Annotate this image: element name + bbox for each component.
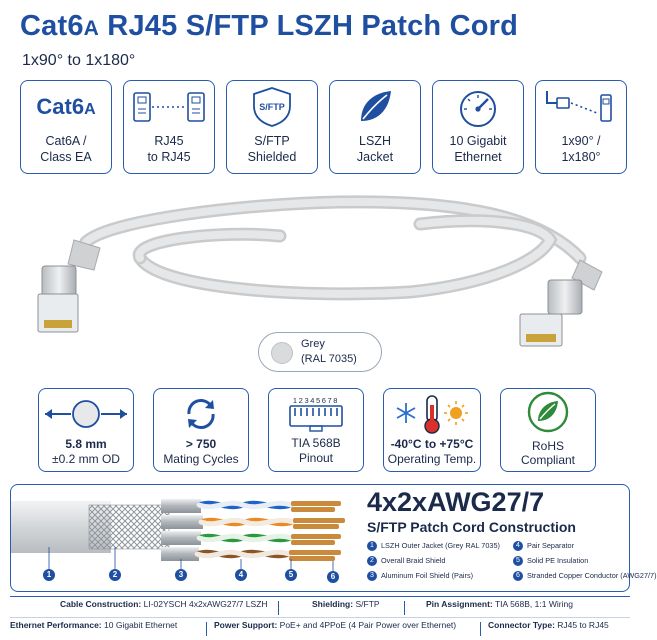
feature-label: Shielded <box>247 150 297 164</box>
spec-label: RoHS <box>531 439 564 453</box>
thermometer-icon <box>384 393 480 435</box>
spec-item-shielding: Shielding: S/FTP <box>312 599 380 609</box>
pinout-icon: 12345678 <box>269 393 363 435</box>
construction-panel: 1 2 3 4 5 6 4x2xAWG27/7 S/FTP Patch Cord… <box>10 484 657 592</box>
feature-label: 1x180° <box>561 150 601 164</box>
rohs-leaf-icon <box>501 391 595 433</box>
feature-label: Cat6A / <box>45 134 87 148</box>
snowflake-icon <box>396 403 416 423</box>
diameter-icon <box>39 393 133 435</box>
braid-shield <box>88 504 170 550</box>
spec-card-pinout: 12345678 TIA 568B Pinout <box>268 388 364 472</box>
spec-label: Mating Cycles <box>163 452 239 466</box>
feature-card-angle: 1x90° / 1x180° <box>535 80 627 174</box>
spec-item-ethernet-performance: Ethernet Performance: 10 Gigabit Etherne… <box>10 620 178 630</box>
divider <box>480 622 481 636</box>
cable-cross-section <box>11 499 345 571</box>
spec-item-connector-type: Connector Type: RJ45 to RJ45 <box>488 620 609 630</box>
feature-card-rj45: RJ45 to RJ45 <box>123 80 215 174</box>
speedometer-icon <box>433 87 523 127</box>
twisted-pairs <box>194 500 296 559</box>
callout-6: 6 <box>327 571 339 583</box>
cat6a-text-icon: Cat6A <box>36 94 96 119</box>
spec-item-power-support: Power Support: PoE+ and 4PPoE (4 Pair Po… <box>214 620 457 630</box>
feature-label: 1x90° / <box>561 134 601 148</box>
spec-value: -40°C to +75°C <box>390 437 474 451</box>
rj45-connectors-icon <box>124 87 214 127</box>
rj45-plug-right <box>519 259 603 347</box>
spec-item-cable-construction: Cable Construction: LI-02YSCH 4x2xAWG27/… <box>60 599 268 609</box>
spec-item-pin-assignment: Pin Assignment: TIA 568B, 1:1 Wiring <box>426 599 573 609</box>
feature-card-cat6a: Cat6A Cat6A / Class EA <box>20 80 112 174</box>
spec-label: ±0.2 mm OD <box>52 452 120 466</box>
feature-card-sftp: S/FTP S/FTP Shielded <box>226 80 318 174</box>
feature-label: 10 Gigabit <box>449 134 507 148</box>
spec-strip-row-1: Cable Construction: LI-02YSCH 4x2xAWG27/… <box>10 599 630 617</box>
pin-numbers: 12345678 <box>293 396 339 405</box>
spec-label: Pinout <box>298 451 334 465</box>
cycle-arrows-icon <box>154 393 248 435</box>
page-title: Cat6A RJ45 S/FTP LSZH Patch Cord <box>20 10 519 42</box>
spec-card-od: 5.8 mm ±0.2 mm OD <box>38 388 134 472</box>
construction-title: 4x2xAWG27/7 <box>367 487 545 517</box>
patch-cord-illustration <box>37 195 603 347</box>
feature-label: LSZH <box>359 134 391 148</box>
callout-4: 4 <box>235 569 247 581</box>
foil-pairs <box>161 499 203 561</box>
spec-value: 5.8 mm <box>65 437 107 451</box>
copper-conductors <box>289 501 345 561</box>
divider <box>206 622 207 636</box>
feature-label: Class EA <box>40 150 92 164</box>
color-indicator: Grey (RAL 7035) <box>258 332 382 372</box>
feature-label: RJ45 <box>154 134 184 148</box>
color-code: (RAL 7035) <box>301 353 357 365</box>
color-name: Grey <box>301 338 325 350</box>
spec-strip-row-2: Ethernet Performance: 10 Gigabit Etherne… <box>10 617 630 636</box>
shield-icon: S/FTP <box>227 87 317 127</box>
feature-card-lszh: LSZH Jacket <box>329 80 421 174</box>
feature-label: to RJ45 <box>147 150 191 164</box>
leaf-icon <box>330 87 420 127</box>
spec-row: 5.8 mm ±0.2 mm OD > 750 Mating Cycles 12… <box>38 388 618 474</box>
cable-loop <box>79 195 587 265</box>
spec-strip: Cable Construction: LI-02YSCH 4x2xAWG27/… <box>10 596 630 637</box>
spec-label: Compliant <box>520 453 576 467</box>
spec-value: > 750 <box>185 437 217 451</box>
divider <box>404 601 405 615</box>
divider <box>278 601 279 615</box>
feature-label: Jacket <box>356 150 394 164</box>
construction-subtitle: S/FTP Patch Cord Construction <box>367 519 576 535</box>
callout-3: 3 <box>175 569 187 581</box>
page-subtitle: 1x90° to 1x180° <box>22 52 136 69</box>
angled-plug-icon <box>536 87 626 127</box>
callout-1: 1 <box>43 569 55 581</box>
sun-icon <box>444 401 468 425</box>
feature-label: Ethernet <box>454 150 502 164</box>
rj45-plug-left <box>37 239 101 333</box>
spec-card-temp: -40°C to +75°C Operating Temp. <box>383 388 481 472</box>
spec-label: TIA 568B <box>291 436 341 450</box>
color-swatch <box>271 342 293 364</box>
feature-row: Cat6A Cat6A / Class EA RJ45 to RJ45 S/FTP … <box>20 80 630 176</box>
spec-label: Operating Temp. <box>387 452 477 466</box>
callout-2: 2 <box>109 569 121 581</box>
callout-5: 5 <box>285 569 297 581</box>
spec-card-rohs: RoHS Compliant <box>500 388 596 472</box>
shield-badge-text: S/FTP <box>259 102 285 112</box>
feature-label: S/FTP <box>254 134 290 148</box>
spec-card-cycles: > 750 Mating Cycles <box>153 388 249 472</box>
